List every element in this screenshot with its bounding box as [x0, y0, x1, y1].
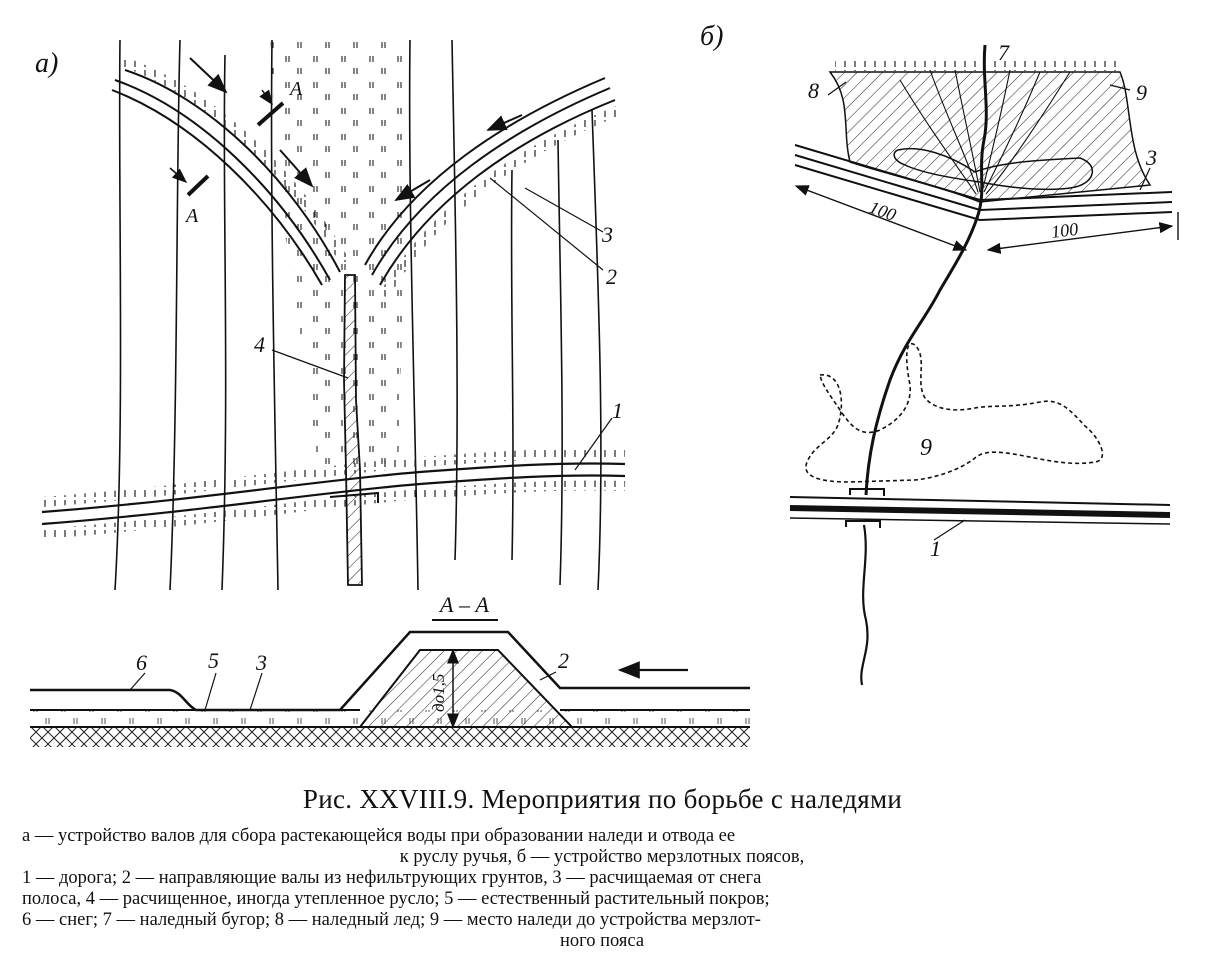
section-a-a: А – А до1,5 6 5 3 2: [30, 592, 750, 747]
cleared-channel: [343, 274, 363, 586]
figure-caption-body: а — устройство валов для сбора растекающ…: [22, 826, 1182, 952]
callout-sec-6: 6: [136, 650, 147, 675]
callout-b-1: 1: [930, 536, 941, 561]
panel-b: б) 100 100: [700, 21, 1179, 686]
mound-contour: [893, 147, 1094, 191]
previous-icing-contour: [805, 342, 1104, 483]
caption-line: к руслу ручья, б — устройство мерзлотных…: [399, 847, 805, 867]
dam-core: [357, 649, 575, 728]
panel-a: а): [35, 39, 626, 591]
road-b: [789, 488, 1171, 528]
figure-canvas: а): [30, 21, 1179, 747]
panel-b-label: б): [700, 21, 723, 52]
caption-line: 1 — дорога; 2 — направляющие валы из неф…: [22, 868, 762, 888]
panel-a-label: а): [35, 48, 58, 79]
caption-line: ного пояса: [559, 931, 645, 951]
ground: [30, 727, 750, 747]
distance-label-right: 100: [1050, 219, 1079, 242]
callout-a-1: 1: [612, 398, 623, 423]
ice-cover: [30, 630, 750, 712]
caption-line: 6 — снег; 7 — наледный бугор; 8 — наледн…: [22, 910, 761, 930]
guide-bank-left: [111, 55, 350, 286]
height-label: до1,5: [429, 674, 448, 712]
stream: [864, 44, 988, 496]
callout-sec-5: 5: [208, 648, 219, 673]
flow-lines: [114, 39, 602, 591]
callout-b-7: 7: [998, 40, 1010, 65]
callout-b-9-top: 9: [1136, 80, 1147, 105]
caption-line: полоса, 4 — расчищенное, иногда утепленн…: [22, 889, 770, 909]
callout-a-3: 3: [601, 222, 613, 247]
road: [41, 448, 626, 539]
distance-label-left: 100: [867, 197, 899, 225]
icing-area: [828, 71, 1152, 203]
section-mark-upper: А: [288, 78, 303, 100]
section-title: А – А: [438, 592, 489, 617]
callout-sec-3: 3: [255, 650, 267, 675]
section-mark-lower: А: [184, 205, 199, 227]
flow-arrows: [189, 57, 523, 202]
callouts-a: [271, 177, 613, 471]
callout-a-2: 2: [606, 264, 617, 289]
callout-sec-2: 2: [558, 648, 569, 673]
caption-line: а — устройство валов для сбора растекающ…: [22, 826, 736, 846]
guide-bank-right: [364, 77, 622, 299]
section-markers: А А: [169, 78, 303, 227]
figure-caption-title: Рис. XXVIII.9. Мероприятия по борьбе с н…: [302, 784, 903, 814]
callout-b-8: 8: [808, 78, 819, 103]
callout-b-3: 3: [1145, 145, 1157, 170]
callout-b-9: 9: [920, 435, 932, 461]
callout-a-4: 4: [254, 332, 265, 357]
